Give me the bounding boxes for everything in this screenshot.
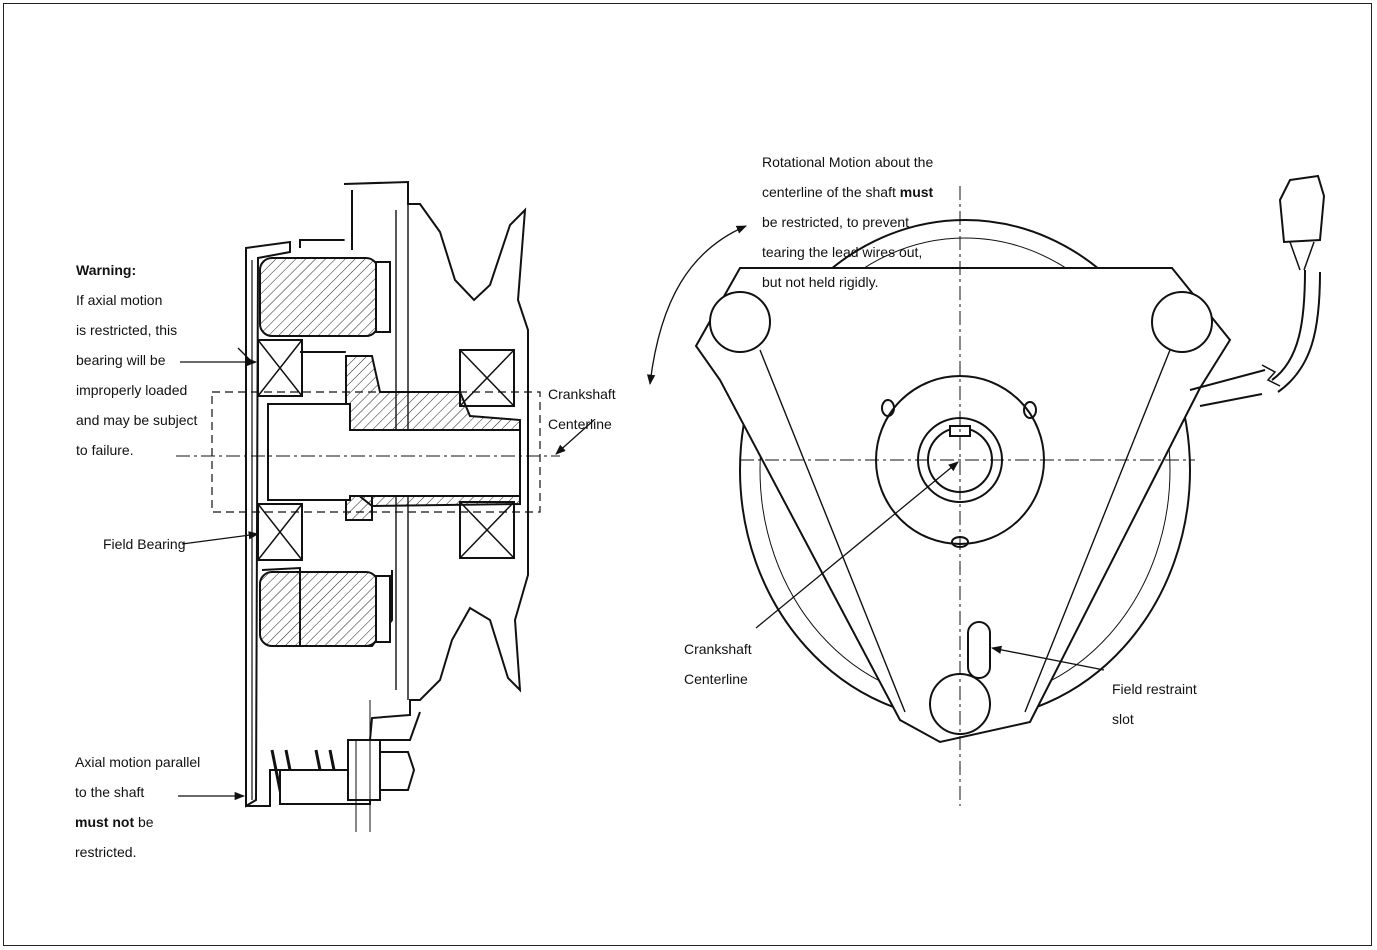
axial-line-bold: must not be xyxy=(75,815,200,830)
axial-rest: be xyxy=(134,814,154,830)
warning-line: and may be subject xyxy=(76,412,198,428)
crank-left-line: Centerline xyxy=(548,416,612,432)
axial-line: restricted. xyxy=(75,844,137,860)
warning-tick xyxy=(237,347,253,363)
rot-line-bold: centerline of the shaft must xyxy=(762,185,933,200)
crank-left-arrow xyxy=(555,419,595,455)
crank-right-line: Crankshaft xyxy=(684,641,752,657)
rot-bold: must xyxy=(899,184,934,200)
warning-line: improperly loaded xyxy=(76,382,188,398)
crank-left-line: Crankshaft xyxy=(548,386,616,402)
axial-line: Axial motion parallel xyxy=(75,754,201,770)
axial-bold: must not xyxy=(75,814,135,830)
warning-note: Warning: If axial motion is restricted, … xyxy=(76,248,197,473)
rot-line: be restricted, to prevent xyxy=(762,214,910,230)
warning-line: If axial motion xyxy=(76,292,163,308)
rot-line: Rotational Motion about the xyxy=(762,154,934,170)
crankshaft-centerline-left: Crankshaft Centerline xyxy=(548,372,616,447)
rotational-arrow xyxy=(646,225,747,386)
cross-section-view xyxy=(211,180,541,832)
warning-line: is restricted, this xyxy=(76,322,178,338)
figure-border xyxy=(3,3,1372,946)
axial-motion-note: Axial motion parallel to the shaft must … xyxy=(75,740,200,875)
face-view xyxy=(694,174,1326,744)
warning-line: bearing will be xyxy=(76,352,166,368)
warning-title: Warning: xyxy=(76,262,137,278)
restraint-line: Field restraint xyxy=(1112,681,1197,697)
crankshaft-centerline-right: Crankshaft Centerline xyxy=(684,627,752,702)
leader-lines xyxy=(178,225,1105,801)
crank-right-line: Centerline xyxy=(684,671,748,687)
axial-line: to the shaft xyxy=(75,784,145,800)
rot-line: but not held rigidly. xyxy=(762,274,879,290)
field-restraint-slot-label: Field restraint slot xyxy=(1112,667,1197,742)
rotational-motion-note: Rotational Motion about the centerline o… xyxy=(762,140,933,305)
rot-line: tearing the lead wires out, xyxy=(762,244,923,260)
warning-line: to failure. xyxy=(76,442,134,458)
field-bearing-label: Field Bearing xyxy=(103,536,186,552)
restraint-arrow xyxy=(990,645,1105,671)
restraint-line: slot xyxy=(1112,711,1134,727)
rot-line2: centerline of the shaft xyxy=(762,184,900,200)
crank-right-arrow xyxy=(755,461,959,629)
field-bearing-arrow xyxy=(181,531,260,545)
